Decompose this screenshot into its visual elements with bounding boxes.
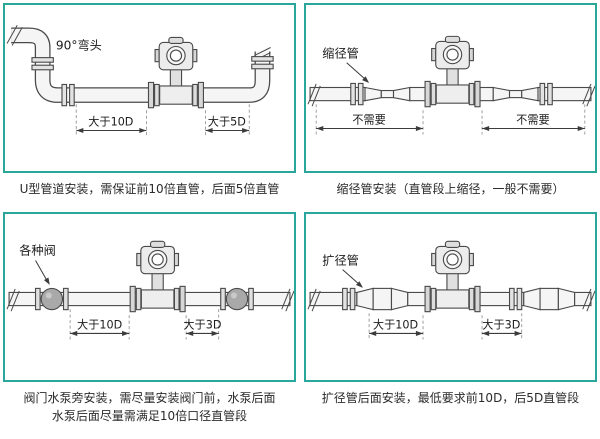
dimension-right: 大于5D bbox=[205, 104, 250, 137]
reducer-cone bbox=[492, 86, 511, 102]
caption-text: 扩径管后面安装，最低要求前10D，后5D直管段 bbox=[321, 391, 580, 406]
flowmeter bbox=[129, 241, 186, 313]
panel-valve: 各种阀 大于10D bbox=[3, 212, 296, 439]
dim-left-label: 大于10D bbox=[77, 318, 122, 332]
panel-u-pipe: 90°弯头 大于10D 大于5D bbox=[3, 3, 296, 212]
reducer-callout-label: 缩径管 bbox=[322, 46, 359, 61]
flowmeter bbox=[147, 36, 204, 109]
expander-cone bbox=[390, 288, 409, 311]
elbow-callout-label: 90°弯头 bbox=[56, 38, 102, 53]
panel-caption: 阀门水泵旁安装，需尽量安装阀门前，水泵后面 水泵后面尽量需满足10倍口径直管段 bbox=[3, 382, 296, 439]
panel-caption: U型管道安装，需保证前10倍直管，后面5倍直管 bbox=[3, 173, 296, 212]
flowmeter bbox=[424, 35, 481, 108]
panel-reducer: 缩径管 不需要 bbox=[304, 3, 597, 212]
caption-text: 缩径管安装（直管段上缩径，一般不需要） bbox=[336, 182, 565, 196]
panel-caption: 扩径管后面安装，最低要求前10D，后5D直管段 bbox=[304, 382, 597, 421]
dim-right-label: 大于3D bbox=[183, 318, 221, 332]
dim-left-label: 不需要 bbox=[352, 113, 386, 126]
pipe-run bbox=[309, 288, 592, 311]
callout-leader-arrow bbox=[35, 260, 50, 286]
pipe-break-marks bbox=[307, 83, 595, 107]
panel-expander: 扩径管 大于10D bbox=[304, 212, 597, 439]
caption-text-line1: 阀门水泵旁安装，需尽量安装阀门前，水泵后面 bbox=[23, 391, 276, 406]
pipe-break-marks bbox=[6, 289, 294, 312]
dim-right-label: 不需要 bbox=[516, 113, 550, 126]
dimension-left: 大于10D bbox=[75, 104, 147, 137]
panel-caption: 缩径管安装（直管段上缩径，一般不需要） bbox=[304, 173, 597, 212]
callout-leader-arrow bbox=[342, 269, 363, 289]
caption-text-line2: 水泵后面尽量需满足10倍口径直管段 bbox=[51, 408, 248, 423]
dim-left-label: 大于10D bbox=[373, 318, 418, 332]
panel-box-valve: 各种阀 大于10D bbox=[3, 212, 296, 383]
valve-callout-label: 各种阀 bbox=[19, 243, 56, 258]
reducer-cone bbox=[364, 86, 382, 102]
flowmeter bbox=[424, 241, 481, 313]
valve-diagram: 各种阀 大于10D bbox=[6, 241, 294, 340]
valve bbox=[220, 288, 254, 311]
caption-text: U型管道安装，需保证前10倍直管，后面5倍直管 bbox=[19, 182, 280, 196]
dim-right-label: 大于3D bbox=[482, 318, 520, 332]
panel-box-expander: 扩径管 大于10D bbox=[304, 212, 597, 383]
panel-box-u-pipe: 90°弯头 大于10D 大于5D bbox=[3, 3, 296, 173]
dim-right-label: 大于5D bbox=[208, 114, 246, 128]
reducer-cone bbox=[392, 86, 411, 102]
dimension-left: 大于10D bbox=[368, 313, 424, 340]
panel-box-reducer: 缩径管 不需要 bbox=[304, 3, 597, 173]
pipe-break-marks bbox=[307, 289, 595, 312]
dimension-right: 不需要 bbox=[481, 104, 586, 135]
expander-cone bbox=[356, 288, 374, 311]
expander-cone bbox=[557, 288, 576, 311]
dimension-right: 大于3D bbox=[481, 313, 523, 340]
reducer-cone bbox=[521, 86, 539, 102]
valve bbox=[34, 288, 69, 311]
dimension-right: 大于3D bbox=[183, 309, 221, 340]
dimension-left: 不需要 bbox=[315, 104, 424, 135]
dim-left-label: 大于10D bbox=[88, 114, 133, 128]
u-pipe-diagram: 90°弯头 大于10D 大于5D bbox=[6, 24, 274, 137]
pipe-run bbox=[11, 27, 271, 103]
expander-callout-label: 扩径管 bbox=[322, 253, 359, 268]
expander-diagram: 扩径管 大于10D bbox=[307, 241, 595, 340]
reducer-diagram: 缩径管 不需要 bbox=[307, 35, 595, 135]
callout-leader-arrow bbox=[346, 62, 370, 83]
expander-cone bbox=[523, 288, 541, 311]
dimension-left: 大于10D bbox=[69, 309, 130, 340]
